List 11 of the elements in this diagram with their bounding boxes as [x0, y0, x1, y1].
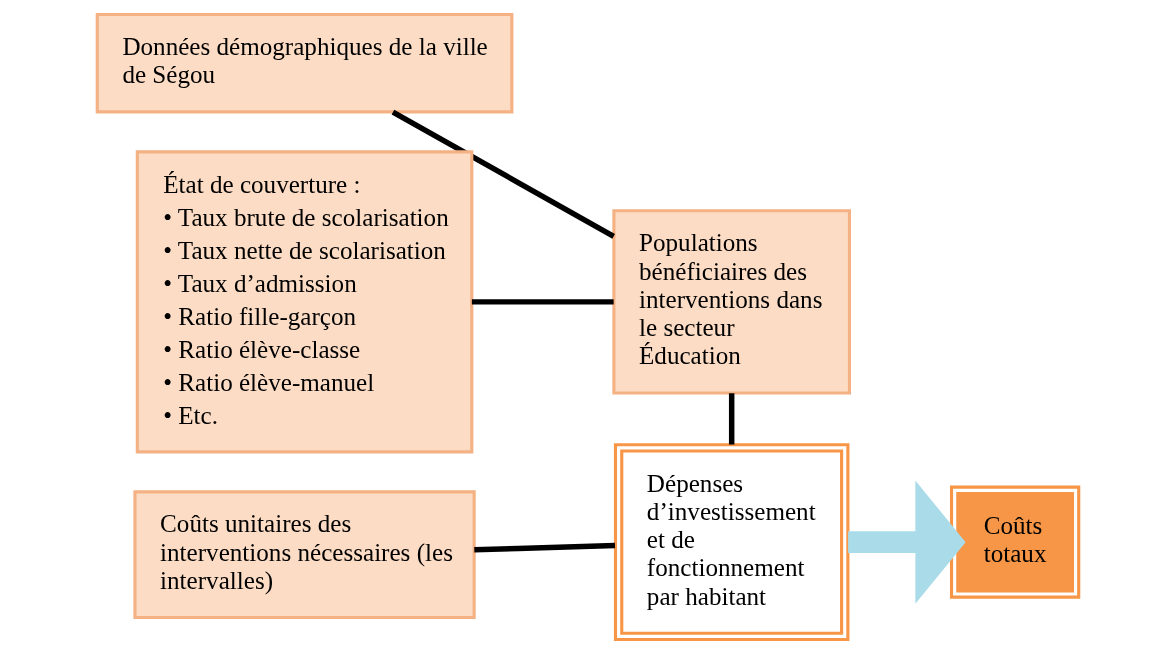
node-box: Données démographiques de la ville de Ségou: [95, 12, 513, 114]
node-box: Coûts unitaires des interventions nécessaires (les intervalles): [132, 490, 476, 620]
connector: [471, 299, 614, 305]
node-box: Coûts totaux: [949, 485, 1080, 599]
connector: [391, 109, 615, 239]
arrow: [847, 480, 966, 604]
node-box: Populations bénéficiaires des interventions dans le secteur Éducation: [611, 209, 851, 395]
node-box: Dépenses d’investissement et de fonctionnement par habitant: [613, 443, 849, 642]
connector: [473, 542, 615, 553]
node-box: État de couverture : • Taux brute de scolarisation • Taux nette de scolarisation • Taux d’admission • Ratio fille-garçon • Ratio élève-classe • Ratio élève-manuel • Etc.: [135, 150, 473, 454]
connector: [728, 393, 734, 445]
